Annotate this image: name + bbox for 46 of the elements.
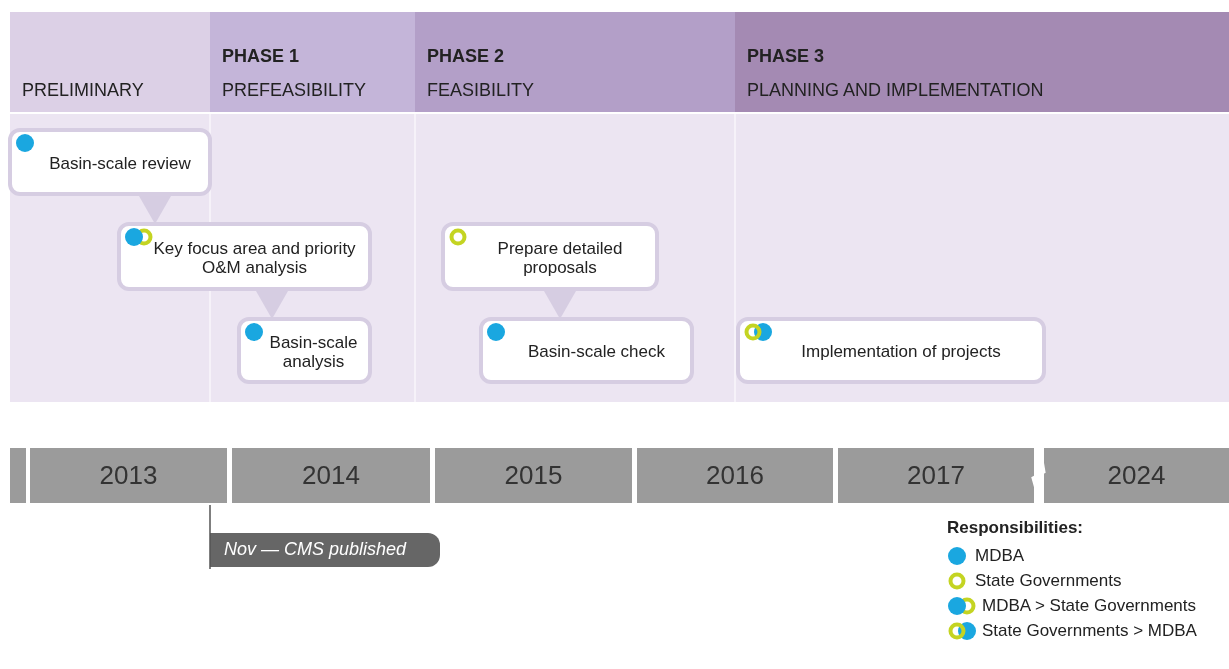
phase-title: PLANNING AND IMPLEMENTATION (747, 80, 1044, 101)
year-segment (232, 448, 430, 503)
phase-number: PHASE 2 (427, 46, 505, 67)
phase-band (10, 12, 210, 112)
legend-text: State Governments (975, 571, 1122, 591)
callout-box (117, 222, 372, 291)
task-text: Prepare detailed proposals (496, 239, 624, 278)
milestone-tab (210, 533, 440, 567)
year-segment (10, 448, 26, 503)
phase-band (735, 12, 1229, 112)
phase-band (415, 12, 735, 112)
phase-title: FEASIBILITY (427, 80, 535, 101)
callout-box (8, 128, 212, 196)
year-segment (637, 448, 833, 503)
phase-number: PHASE 3 (747, 46, 825, 67)
task-text: Key focus area and priority O&M analysis (152, 239, 357, 278)
arrow (139, 196, 171, 224)
legend-title: Responsibilities: (947, 518, 1084, 538)
callout-box (441, 222, 659, 291)
year-text: 2024 (1107, 460, 1166, 491)
year-text: 2014 (302, 460, 360, 491)
legend-text: State Governments > MDBA (982, 621, 1197, 641)
year-segment (30, 448, 227, 503)
legend-text: MDBA (975, 546, 1025, 566)
year-text: 2015 (504, 460, 563, 491)
task-text: Basin-scale check (528, 343, 665, 362)
callout-box (237, 317, 372, 384)
legend-text: MDBA > State Governments (982, 596, 1196, 616)
callout-box (736, 317, 1046, 384)
arrow (544, 291, 576, 319)
year-text: 2016 (706, 460, 764, 491)
phase-band (210, 12, 415, 112)
task-text: Basin-scale analysis (268, 333, 359, 372)
phase-title: PREFEASIBILITY (222, 80, 367, 101)
phase-number: PHASE 1 (222, 46, 300, 67)
milestone-text: Nov — CMS published (224, 539, 407, 559)
callout-box (479, 317, 694, 384)
year-segment (1044, 448, 1229, 503)
task-text: Basin-scale review (49, 154, 191, 174)
arrow (256, 291, 288, 319)
year-segment (435, 448, 632, 503)
year-text: 2017 (907, 460, 965, 491)
task-text: Implementation of projects (801, 343, 1001, 362)
year-text: 2013 (99, 460, 158, 491)
year-segment (838, 448, 1034, 503)
phase-title: PRELIMINARY (22, 80, 144, 101)
